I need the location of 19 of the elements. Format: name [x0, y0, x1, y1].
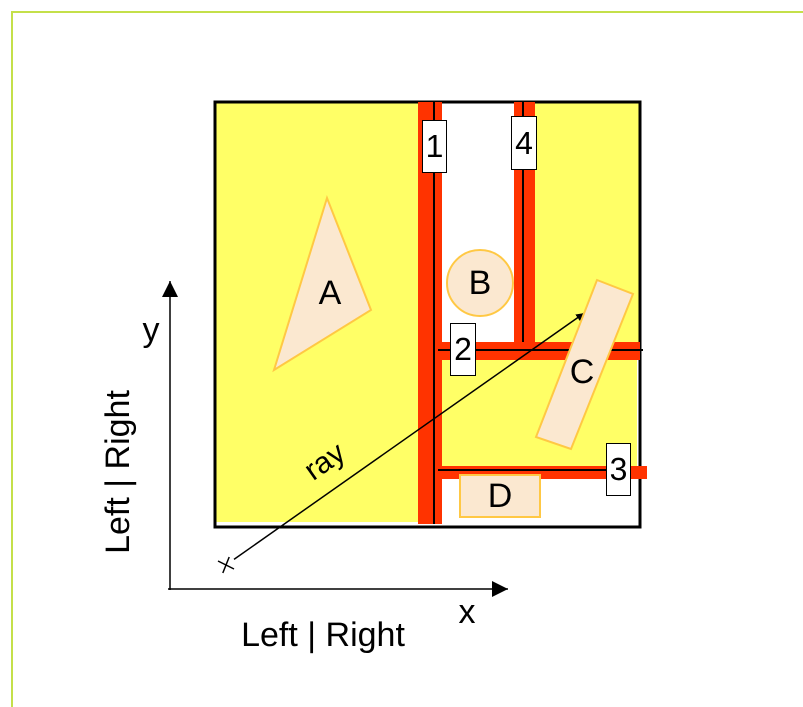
object-label: C [568, 352, 596, 392]
split-number: 4 [511, 116, 537, 170]
ray-origin-cross [218, 557, 234, 573]
object-label: B [468, 263, 492, 303]
split-number: 3 [606, 443, 631, 496]
rectangle-object [459, 474, 541, 518]
axis-label: x [458, 592, 476, 632]
circle-object [446, 249, 514, 317]
axis-side-label: Left | Right [98, 389, 138, 556]
slanted-bar-object [534, 278, 635, 451]
edge-label: ray [297, 435, 352, 490]
ray-arrow [234, 312, 585, 560]
object-label: D [486, 476, 514, 516]
axis-side-label: Left | Right [240, 614, 406, 656]
triangle-object [272, 196, 374, 372]
axis-label: y [142, 310, 160, 350]
split-number: 2 [450, 323, 476, 376]
object-label: A [318, 273, 342, 313]
split-number: 1 [422, 120, 447, 173]
